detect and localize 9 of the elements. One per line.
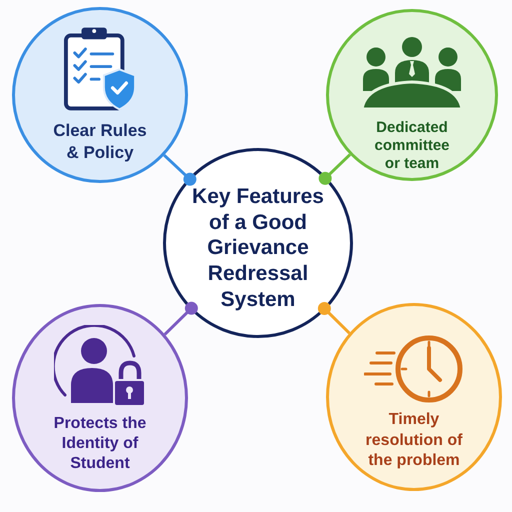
connector-line <box>164 302 198 336</box>
feature-label: Timely resolution of the problem <box>364 410 464 471</box>
feature-label: Protects the Identity of Student <box>52 414 148 474</box>
feature-label: Dedicated committee or team <box>373 119 451 173</box>
feature-label: Clear Rules & Policy <box>52 120 148 164</box>
central-heading: Key Features of a Good Grievance Redressal System <box>191 184 325 313</box>
connector-line <box>163 154 196 186</box>
connector-line <box>318 154 352 185</box>
connector-line <box>318 302 350 334</box>
